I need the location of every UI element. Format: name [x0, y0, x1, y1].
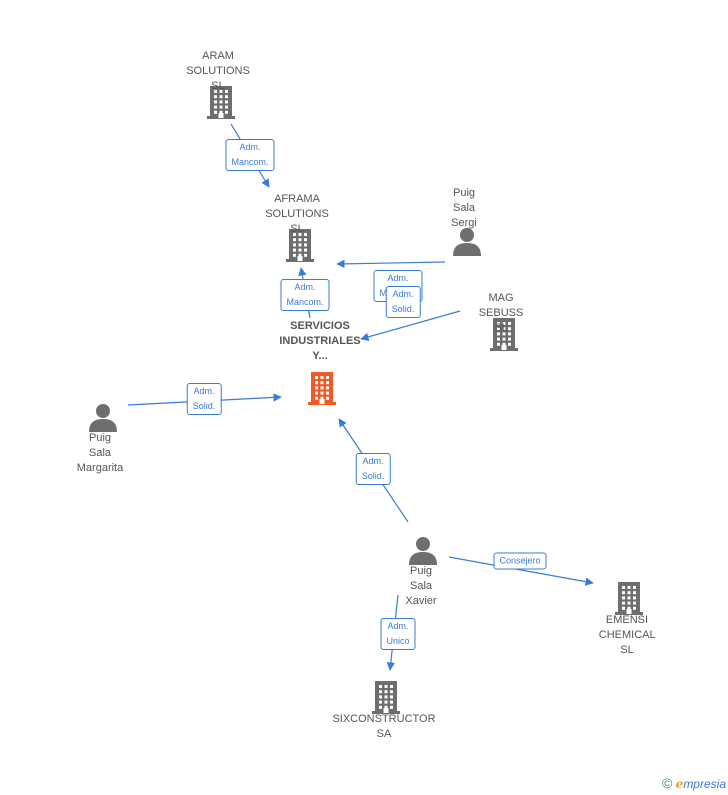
node-label: Puig Sala Margarita — [76, 432, 124, 474]
node-label: AFRAMA SOLUTIONS SL — [265, 193, 329, 235]
node-label: SIXCONSTRUCTOR SA — [332, 713, 436, 740]
edge-xavier-to-emensi — [448, 556, 594, 586]
person-icon — [453, 228, 481, 256]
building-icon — [615, 582, 643, 615]
person-icon — [89, 404, 117, 432]
node-label: Puig Sala Sergi — [451, 187, 477, 229]
brand-logo-text: mpresia — [683, 777, 726, 791]
edge-label[interactable]: Adm. Solid. — [186, 383, 222, 415]
node-label: SERVICIOS INDUSTRIALES Y... — [279, 320, 361, 362]
node-label: Puig Sala Xavier — [405, 565, 437, 607]
edge-label[interactable]: Adm. Mancom. — [225, 139, 275, 171]
edge-label[interactable]: Adm. Mancom. — [280, 279, 330, 311]
edge-label[interactable]: Adm. Solid. — [355, 453, 391, 485]
building-icon — [490, 318, 518, 351]
copyright-icon: © — [662, 775, 673, 791]
person-icon — [409, 537, 437, 565]
edge-sergi-to-aframa — [336, 259, 446, 269]
brand-logo-e: e — [675, 777, 684, 791]
building-icon — [286, 229, 314, 262]
edge-magsebuss-to-servicios — [360, 310, 461, 341]
footer-brand[interactable]: © empresia — [662, 775, 726, 791]
focus-company-building-icon — [308, 372, 336, 405]
node-label: MAG SEBUSS SL — [478, 292, 524, 334]
edge-label[interactable]: Adm. Solid. — [385, 286, 421, 318]
building-icon — [207, 86, 235, 119]
node-label: EMENSI CHEMICAL SL — [598, 614, 656, 656]
edge-label[interactable]: Adm. Unico — [380, 618, 416, 650]
building-icon — [372, 681, 400, 714]
node-label: ARAM SOLUTIONS SL — [186, 50, 250, 92]
edge-label[interactable]: Consejero — [493, 552, 547, 570]
